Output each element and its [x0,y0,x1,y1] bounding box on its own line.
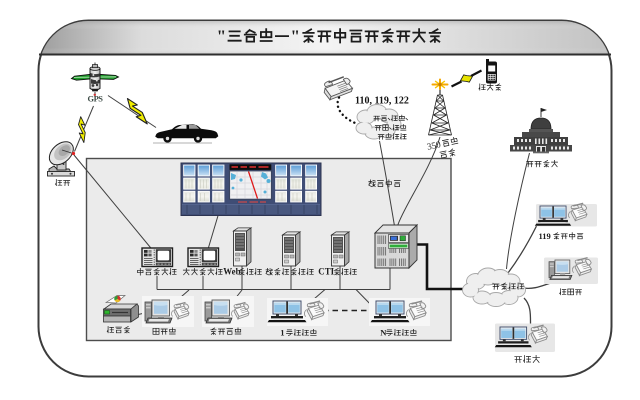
svg-text:GPS: GPS [87,95,103,104]
svg-text:CTI: CTI [318,267,334,277]
svg-text:110, 119, 122: 110, 119, 122 [355,96,409,107]
svg-text:350: 350 [426,140,442,153]
svg-text:1: 1 [280,328,284,338]
svg-text:": " [291,27,301,46]
svg-text:Web: Web [223,267,240,277]
svg-text:119: 119 [539,231,551,241]
svg-text:": " [217,27,227,46]
svg-text:N: N [380,328,387,338]
